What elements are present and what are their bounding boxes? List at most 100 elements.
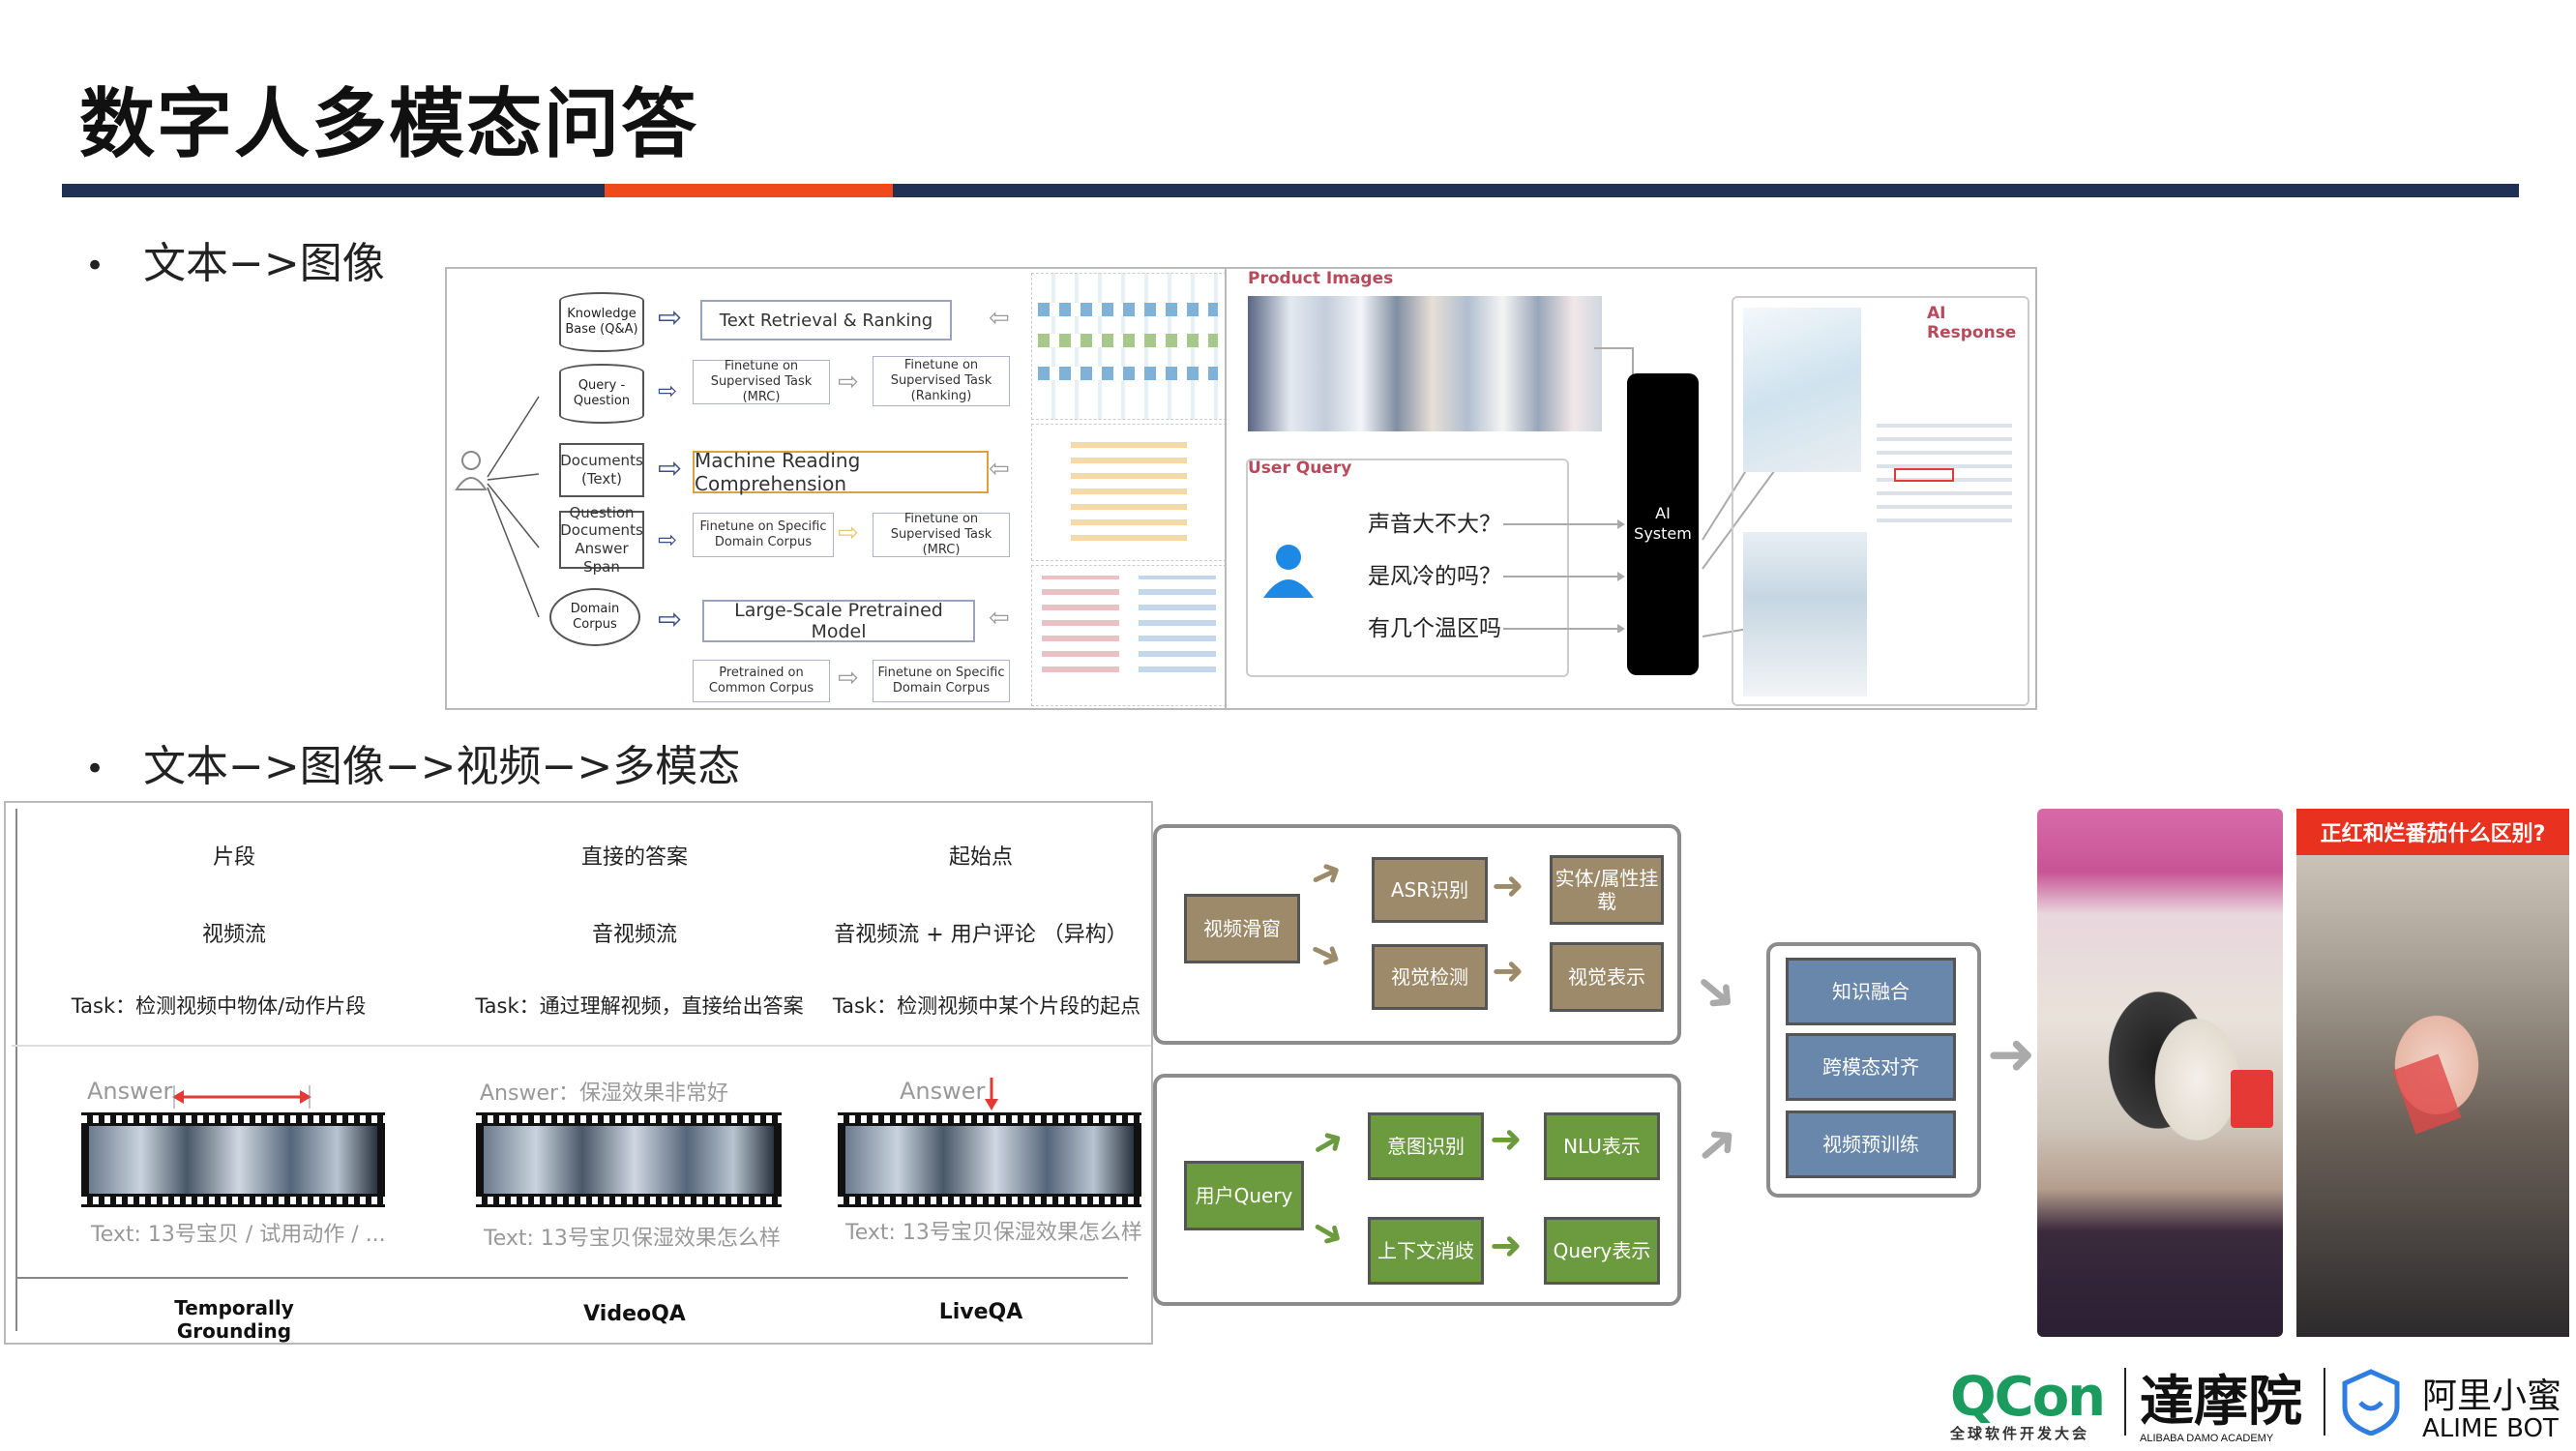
knowledge-fusion-box: 知识融合 <box>1786 958 1956 1025</box>
logo-divider <box>2124 1368 2126 1436</box>
col1-stream: 视频流 <box>201 923 266 947</box>
output-arrow-icon: ➜ <box>1987 1021 2036 1088</box>
alime-logo: 阿里小蜜 ALIME BOT <box>2422 1368 2561 1443</box>
network-thumbnail-3 <box>1031 565 1227 706</box>
finetune-mrc-box: Finetune on Supervised Task (MRC) <box>693 359 830 404</box>
intent-box: 意图识别 <box>1368 1112 1484 1180</box>
ai-system-box: AI System <box>1627 373 1699 675</box>
bullet-label: 文本−>图像 <box>143 239 385 288</box>
arrow-right-icon: ➜ <box>1492 949 1525 993</box>
video-slide-box: 视频滑窗 <box>1184 894 1300 963</box>
arrow-right-icon: ⇨ <box>838 368 859 397</box>
col1-text: Text: 13号宝贝 / 试用动作 / ... <box>91 1223 386 1247</box>
page-title: 数字人多模态问答 <box>79 81 699 168</box>
response-spec-table <box>1877 416 2012 532</box>
merge-arrow-icon: ➜ <box>1680 953 1754 1029</box>
start-point-arrow-icon <box>985 1078 998 1110</box>
title-underline <box>62 184 2519 197</box>
input-documents: Documents (Text) <box>559 443 644 497</box>
cross-modal-align-box: 跨模态对齐 <box>1786 1033 1956 1101</box>
col2-answer: Answer：保湿效果非常好 <box>480 1081 729 1106</box>
response-image-1 <box>1743 308 1861 472</box>
finetune-mrc-box-2: Finetune on Supervised Task (MRC) <box>873 512 1010 557</box>
network-thumbnail-1 <box>1031 273 1227 420</box>
video-pretrain-box: 视频预训练 <box>1786 1110 1956 1178</box>
span-arrow-icon <box>172 1085 311 1109</box>
bullet-text-to-image: •文本−>图像 <box>85 239 385 288</box>
col2-text: Text: 13号宝贝保湿效果怎么样 <box>484 1227 781 1251</box>
arrow-right-icon: ⇨ <box>658 301 683 335</box>
lipstick-photo: 正红和烂番茄什么区别? <box>2296 809 2569 1337</box>
damo-logo: 達摩院 ALIBABA DAMO ACADEMY <box>2140 1358 2302 1444</box>
arrow-left-icon: ⇦ <box>989 304 1010 333</box>
response-image-2 <box>1743 532 1867 696</box>
arrow-right-icon: ➜ <box>1490 1224 1523 1268</box>
bullet-label: 文本−>图像−>视频−>多模态 <box>143 742 741 791</box>
merge-arrow-icon: ➜ <box>1679 1106 1753 1182</box>
col2-name: VideoQA <box>583 1302 686 1326</box>
user-query-label: User Query <box>1248 459 1352 478</box>
input-query: Query - Question <box>559 364 644 424</box>
damo-logo-sub: ALIBABA DAMO ACADEMY <box>2140 1433 2274 1444</box>
context-box: 上下文消歧 <box>1368 1217 1484 1285</box>
video-filmstrip-2 <box>476 1112 782 1207</box>
person-icon <box>455 449 488 491</box>
mrc-box: Machine Reading Comprehension <box>693 449 989 495</box>
ai-response-box <box>1732 296 2029 706</box>
title-underline-accent <box>605 184 893 197</box>
pretrained-model-box: Large-Scale Pretrained Model <box>702 600 975 642</box>
logo-divider <box>2324 1368 2325 1436</box>
user-avatar-icon <box>1261 542 1316 600</box>
col3-text: Text: 13号宝贝保湿效果怎么样 <box>845 1221 1142 1245</box>
arrow-right-icon: ⇨ <box>658 526 678 553</box>
alime-logo-text: 阿里小蜜 <box>2422 1377 2562 1416</box>
product-qa-diagram: Product Images User Query 声音大不大？ 是风冷的吗？ … <box>1225 267 2037 710</box>
qcon-logo-text: QCon <box>1950 1366 2106 1429</box>
arrow-right-icon: ⇨ <box>838 664 859 693</box>
arrow-right-icon: ⇨ <box>658 603 683 637</box>
input-qa-span: Question Documents Answer Span <box>559 503 644 576</box>
qa-architecture-diagram: Knowledge Base (Q&A) Query - Question Do… <box>445 267 1230 710</box>
bullet-multimodal: •文本−>图像−>视频−>多模态 <box>85 742 741 791</box>
ai-response-label: AI Response <box>1927 304 2017 342</box>
col3-answer: Answer <box>900 1078 986 1105</box>
input-domain-corpus: Domain Corpus <box>549 588 640 646</box>
query-3: 有几个温区吗 <box>1368 616 1501 641</box>
arrow-right-icon: ⇨ <box>838 518 859 548</box>
alime-logo-sub: ALIME BOT <box>2422 1414 2559 1443</box>
col1-task: Task：检测视频中物体/动作片段 <box>71 994 367 1018</box>
visual-repr-box: 视觉表示 <box>1550 942 1664 1012</box>
query-2: 是风冷的吗？ <box>1368 564 1501 589</box>
col3-task: Task：检测视频中某个片段的起点 <box>832 994 1141 1018</box>
col3-top: 起始点 <box>948 845 1013 870</box>
input-knowledge-base: Knowledge Base (Q&A) <box>559 292 644 352</box>
query-arrows <box>1503 519 1625 633</box>
qcon-logo: QCon 全球软件开发大会 <box>1950 1366 2106 1443</box>
video-filmstrip-3 <box>838 1112 1141 1207</box>
query-1: 声音大不大？ <box>1368 512 1501 537</box>
arrow-right-icon: ➜ <box>1492 864 1525 908</box>
arrow-left-icon: ⇦ <box>989 455 1010 484</box>
user-query-box <box>1246 459 1569 677</box>
product-images-label: Product Images <box>1248 269 1394 288</box>
query-repr-box: Query表示 <box>1544 1217 1660 1285</box>
network-thumbnail-2 <box>1031 424 1227 561</box>
col1-name: Temporally Grounding <box>174 1296 294 1343</box>
visual-detect-box: 视觉检测 <box>1372 944 1488 1010</box>
col3-name: LiveQA <box>938 1300 1023 1324</box>
col3-stream: 音视频流 + 用户评论 （异构） <box>834 923 1128 947</box>
col2-task: Task：通过理解视频，直接给出答案 <box>475 994 804 1018</box>
arrow-right-icon: ➜ <box>1490 1117 1523 1162</box>
alime-shield-icon <box>2341 1368 2401 1436</box>
entity-box: 实体/属性挂载 <box>1550 855 1664 925</box>
finetune-domain-box: Finetune on Specific Domain Corpus <box>693 513 834 557</box>
damo-logo-text: 達摩院 <box>2140 1370 2302 1434</box>
livestream-screenshot <box>2037 809 2283 1337</box>
photo-headline: 正红和烂番茄什么区别? <box>2296 809 2569 855</box>
finetune-ranking-box: Finetune on Supervised Task (Ranking) <box>873 356 1010 406</box>
col2-stream: 音视频流 <box>591 923 677 947</box>
col1-top: 片段 <box>212 845 255 870</box>
input-fan-lines <box>487 396 540 618</box>
col1-answer: Answer <box>87 1078 173 1105</box>
qcon-logo-sub: 全球软件开发大会 <box>1950 1425 2090 1442</box>
